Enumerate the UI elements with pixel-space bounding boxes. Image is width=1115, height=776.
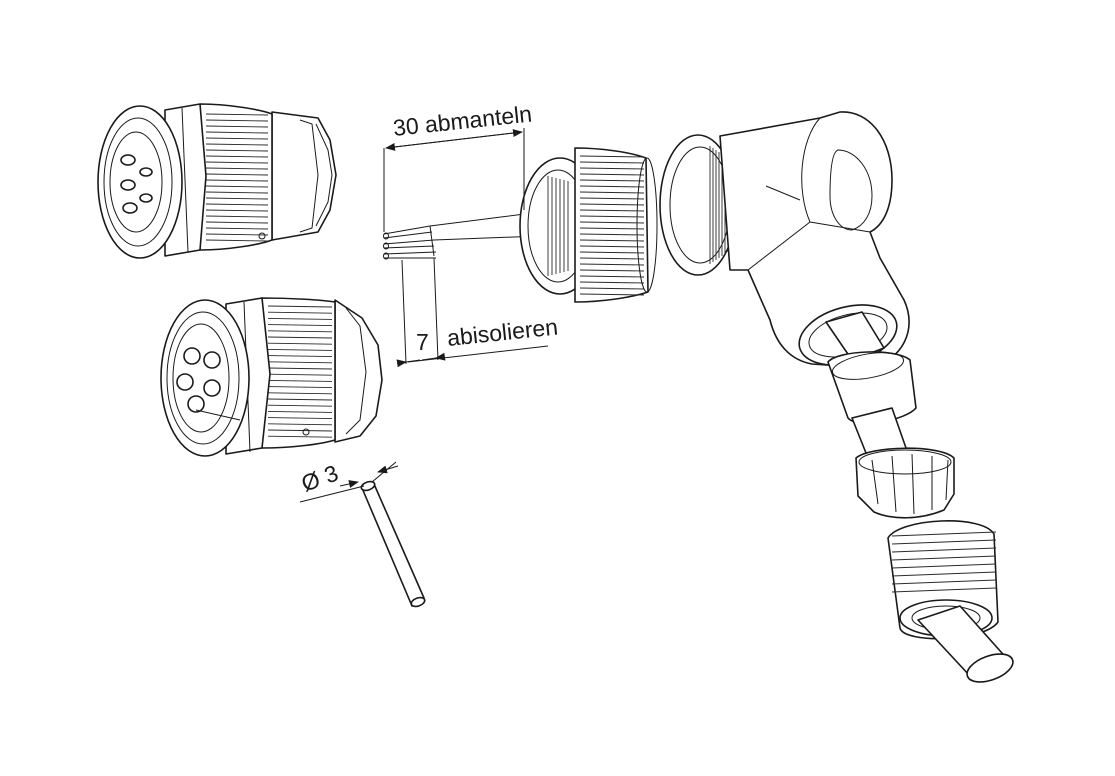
jacket-strip-label: 30 abmanteln	[392, 101, 533, 141]
diameter-label: Ø 3	[298, 460, 342, 497]
clamping-collet	[855, 447, 955, 519]
pressure-screw-nut	[519, 147, 658, 303]
insulation-strip-label: abisolieren	[446, 313, 559, 350]
dimension-jacket-strip: 30 abmanteln	[383, 101, 533, 232]
insulation-strip-value: 7	[416, 329, 429, 355]
contact-sockets	[176, 347, 221, 413]
contact-pins	[120, 154, 153, 214]
angled-housing	[659, 111, 910, 369]
male-connector-insert	[97, 103, 337, 259]
dimension-diameter: Ø 3	[298, 460, 342, 497]
gland-nut	[887, 520, 1014, 683]
assembly-pin	[299, 461, 426, 608]
female-connector-insert	[160, 297, 383, 457]
cable-seal-parts	[825, 311, 917, 459]
stripped-cable-wires	[383, 211, 541, 260]
